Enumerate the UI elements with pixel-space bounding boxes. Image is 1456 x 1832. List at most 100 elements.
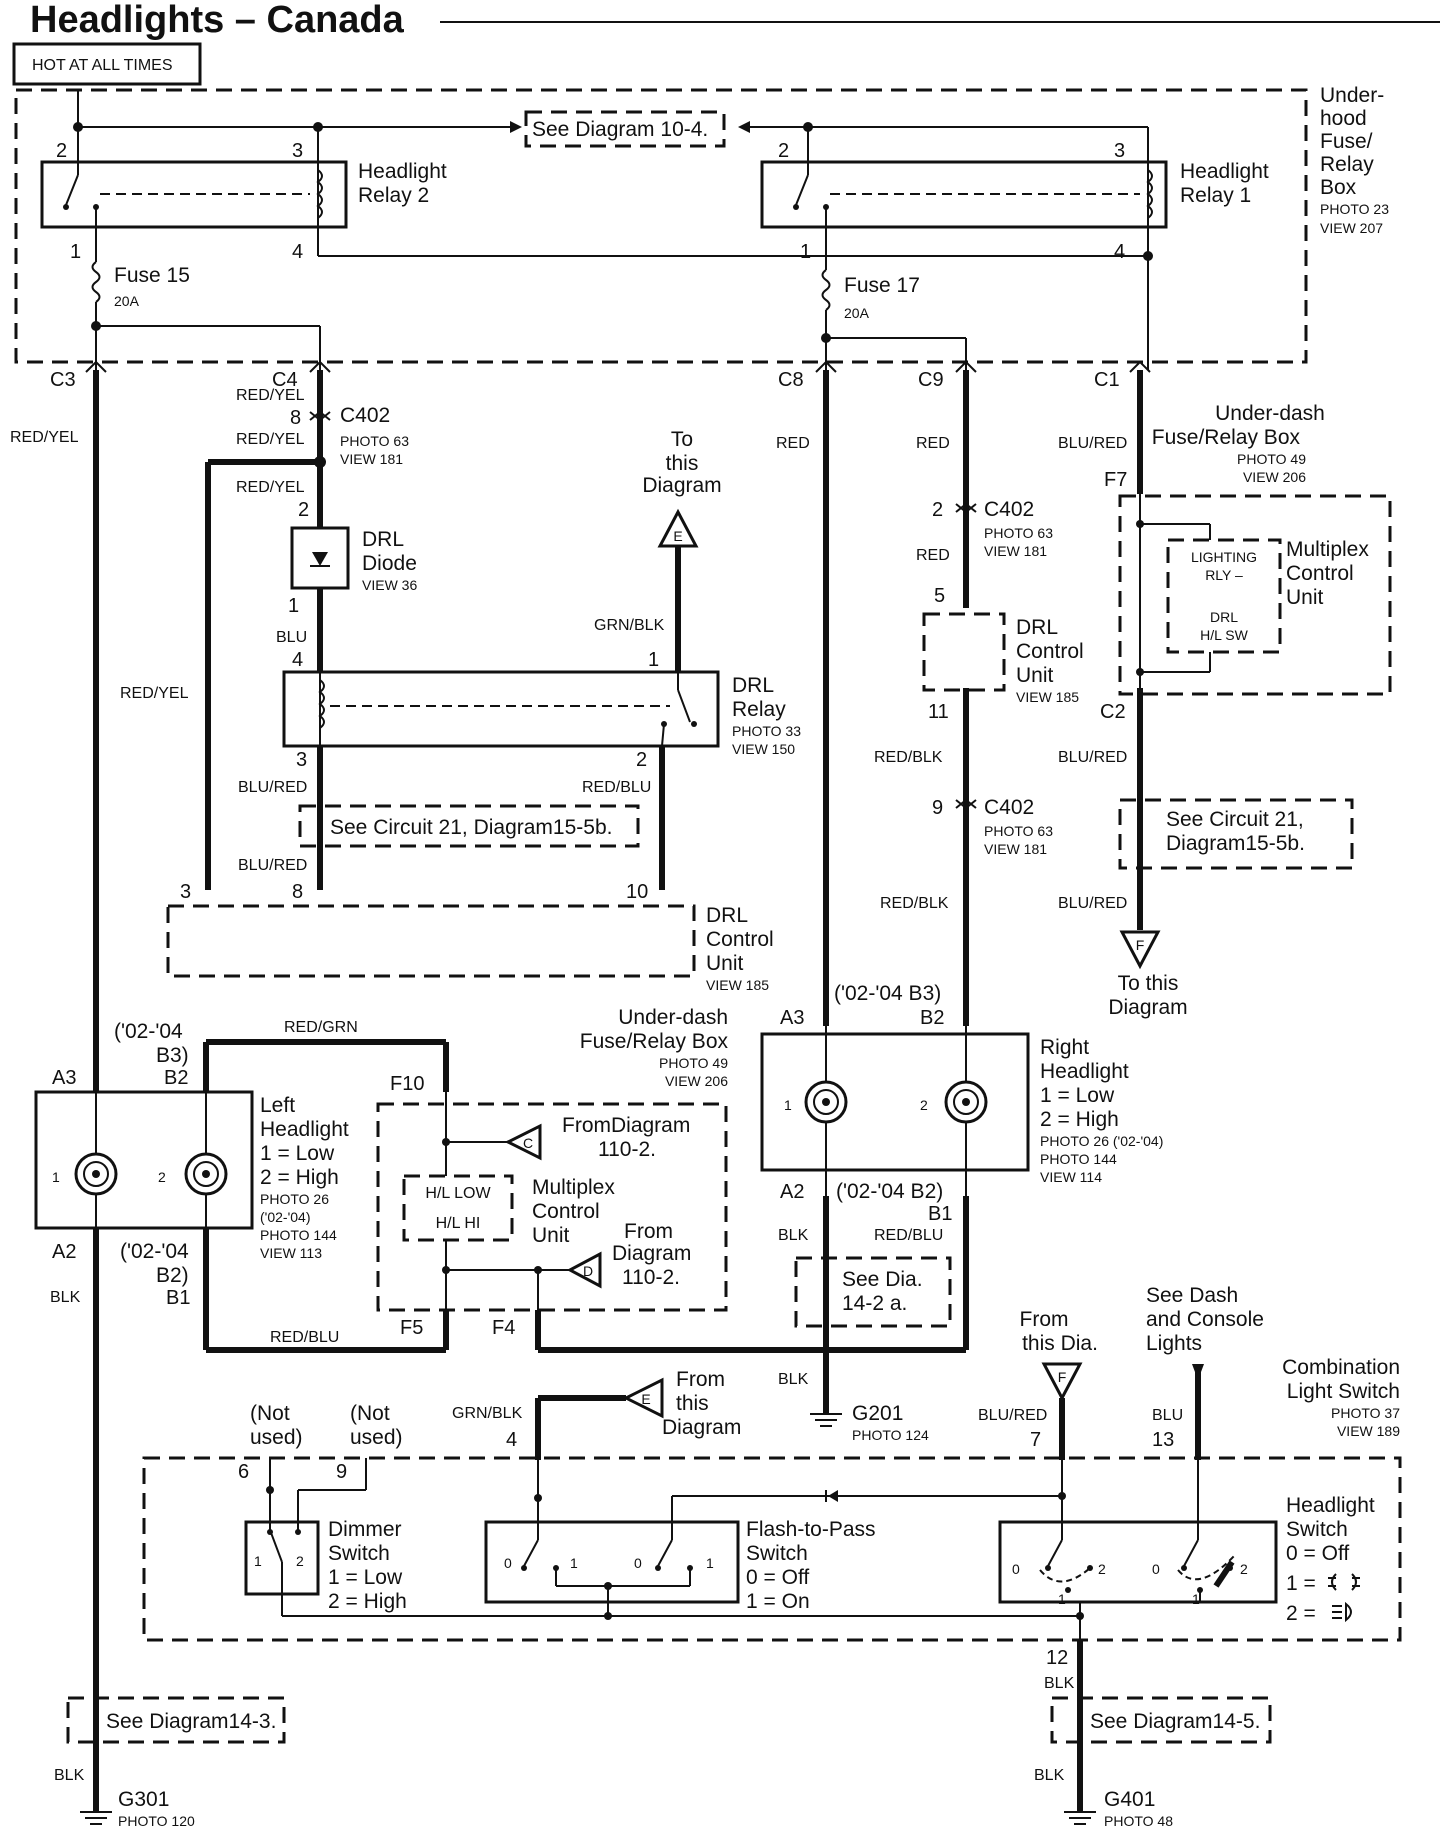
svg-text:F: F: [1058, 1369, 1067, 1385]
drl-diode-view: VIEW 36: [362, 577, 417, 593]
drl-diode-label-a: DRL: [362, 528, 404, 551]
from-this-dia-f: From this Dia. F: [1020, 1308, 1098, 1460]
svg-text:PHOTO 23: PHOTO 23: [1320, 201, 1389, 217]
left-headlight-bulbs: [74, 1092, 228, 1228]
see-diagram-14-5-box: [1050, 1696, 1272, 1744]
drl-control-unit-left: [166, 904, 696, 978]
combo-pin-12: 12: [1046, 1647, 1068, 1669]
wire-label-red-blu-right: RED/BLU: [874, 1227, 943, 1244]
drl-cu-left-view: VIEW 185: [706, 977, 769, 993]
wire-label-blk-combo: BLK: [1044, 1675, 1075, 1692]
lighting-rly-label-b: RLY –: [1205, 567, 1243, 583]
connector-c1: C1: [1094, 369, 1120, 391]
drl-relay-internals: [318, 672, 697, 747]
see-diagram-10-4-box: [524, 110, 726, 148]
see-circuit-21-label-right-b: Diagram15-5b.: [1166, 832, 1305, 855]
drl-relay-pin-1: 1: [648, 649, 659, 671]
drl-cu-right-label-b: Control: [1016, 640, 1084, 663]
connector-marks: [85, 360, 1151, 810]
headlight-switch-off: 0 = Off: [1286, 1542, 1349, 1565]
drl-hl-sw-label-b: H/L SW: [1200, 627, 1248, 643]
wire-label-blu-red-to-f: BLU/RED: [1058, 895, 1127, 912]
from-diagram-d-label-b: Diagram: [612, 1242, 691, 1265]
left-hl-bulb-2: 2: [158, 1169, 166, 1185]
left-hl-year-b2-b: B2): [156, 1264, 189, 1287]
left-headlight-low: 1 = Low: [260, 1142, 335, 1165]
see-dash-lights: See Dash and Console Lights: [1146, 1284, 1264, 1460]
ftp-pos-1a: 1: [570, 1555, 578, 1571]
left-headlight-label-a: Left: [260, 1094, 295, 1117]
svg-text:Lights: Lights: [1146, 1332, 1202, 1355]
not-used-6-a: (Not: [250, 1402, 290, 1425]
drl-cu-left-label-a: DRL: [706, 904, 748, 927]
hls-pos-2a: 2: [1098, 1561, 1106, 1577]
see-circuit-21-label-right-a: See Circuit 21,: [1166, 808, 1304, 831]
grn-blk-wire-bottom: [535, 1395, 626, 1460]
svg-text:this: this: [676, 1392, 709, 1415]
hr2-pin-1: 1: [70, 241, 81, 263]
dimmer-switch-low: 1 = Low: [328, 1566, 403, 1589]
connector-c4: C4: [272, 369, 298, 391]
headlight-relay-2-label-a: Headlight: [358, 160, 447, 183]
connector-c3: C3: [50, 369, 76, 391]
svg-text:From: From: [1020, 1308, 1069, 1331]
right-hl-connector-b1: B1: [928, 1203, 952, 1225]
left-hl-bulb-1: 1: [52, 1169, 60, 1185]
headlight-relay-1-label-b: Relay 1: [1180, 184, 1251, 207]
wire-label-red-blu-left: RED/BLU: [270, 1329, 339, 1346]
wire-label-blk-left: BLK: [50, 1289, 81, 1306]
wire-label-red-yel-c3: RED/YEL: [10, 429, 79, 446]
flash-to-pass-on: 1 = On: [746, 1590, 810, 1613]
svg-text:PHOTO 37: PHOTO 37: [1331, 1405, 1400, 1421]
hot-bus: [73, 90, 1149, 145]
right-hl-year-b3: ('02-'04 B3): [834, 982, 941, 1005]
svg-text:Diagram: Diagram: [662, 1416, 741, 1439]
multiplex-mid-label-a: Multiplex: [532, 1176, 615, 1199]
c402-view-mid: VIEW 181: [984, 543, 1047, 559]
not-used-9-b: used): [350, 1426, 403, 1449]
svg-text:Under-: Under-: [1320, 84, 1384, 107]
headlight-relay-1-label-a: Headlight: [1180, 160, 1269, 183]
fuse-17-label: Fuse 17: [844, 274, 920, 297]
see-diagram-14-3-label: See Diagram14-3.: [106, 1710, 276, 1733]
connector-f7: F7: [1104, 469, 1127, 491]
connector-f4: F4: [492, 1317, 515, 1339]
drl-relay-label-b: Relay: [732, 698, 786, 721]
wire-label-blu-red-bottom: BLU/RED: [978, 1407, 1047, 1424]
headlight-relay-1-internals: [793, 145, 1153, 240]
drl-cu-pin-11: 11: [928, 701, 949, 723]
drl-diode-symbol: [310, 552, 330, 567]
headlight-relay-2-internals: [63, 145, 323, 240]
c402-photo-left: PHOTO 63: [340, 433, 409, 449]
from-diagram-d-flag: D: [566, 1251, 602, 1289]
headlight-switch-internals: [1039, 1460, 1235, 1640]
right-hl-bulb-1: 1: [784, 1097, 792, 1113]
dimmer-switch-high: 2 = High: [328, 1590, 407, 1613]
connector-c2: C2: [1100, 701, 1126, 723]
drl-relay-photo: PHOTO 33: [732, 723, 801, 739]
drl-relay-label-a: DRL: [732, 674, 774, 697]
to-this-diagram-f: F To this Diagram: [1108, 930, 1188, 1019]
hot-at-all-times-box: [12, 42, 202, 86]
hl-hi-label: H/L HI: [436, 1215, 481, 1232]
left-hl-connector-a2: A2: [52, 1241, 76, 1263]
c402-pin-9: 9: [932, 797, 943, 819]
multiplex-top-label-c: Unit: [1286, 586, 1324, 609]
see-diagram-14-5-label: See Diagram14-5.: [1090, 1710, 1260, 1733]
underhood-fuse-relay-box: [14, 88, 1308, 364]
c402-pin-8: 8: [290, 407, 301, 429]
svg-text:PHOTO 49: PHOTO 49: [659, 1055, 728, 1071]
wire-label-red-yel-diode: RED/YEL: [236, 479, 305, 496]
main-wires: [93, 370, 1143, 1092]
multiplex-top-label-b: Control: [1286, 562, 1354, 585]
hr2-pin-4: 4: [292, 241, 303, 263]
wire-label-blk-g301: BLK: [54, 1767, 85, 1784]
wire-label-grn-blk-top: GRN/BLK: [594, 617, 665, 634]
left-headlight-high: 2 = High: [260, 1166, 339, 1189]
dimmer-switch-label-b: Switch: [328, 1542, 390, 1565]
see-dia-14-2a-box: [794, 1256, 952, 1328]
g401-label: G401: [1104, 1788, 1155, 1811]
c402-view-low: VIEW 181: [984, 841, 1047, 857]
dimmer-pos-1: 1: [254, 1553, 262, 1569]
combo-pin-4: 4: [506, 1429, 517, 1451]
